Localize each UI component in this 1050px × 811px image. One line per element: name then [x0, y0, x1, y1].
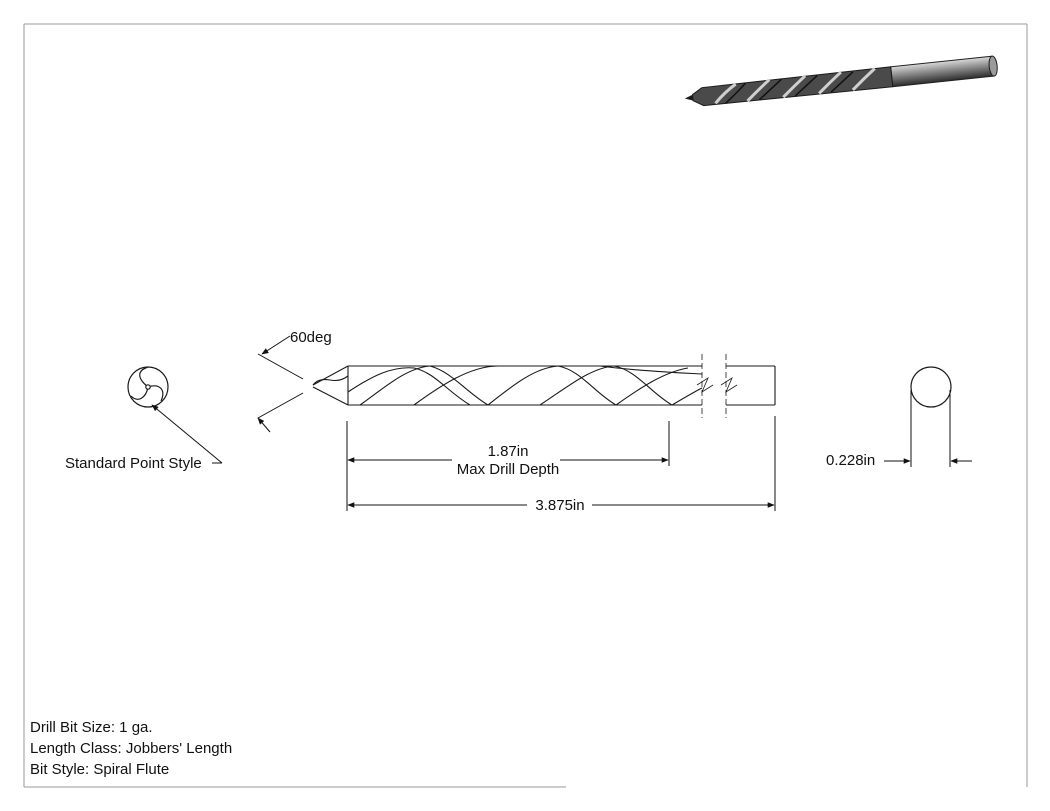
diameter-value: 0.228in: [826, 452, 876, 469]
overall-length-dimension: [347, 416, 776, 511]
overall-length-value: 3.875in: [535, 497, 585, 514]
diameter-dimension: [884, 390, 972, 467]
point-style-leader: [151, 404, 223, 464]
angle-label: 60deg: [290, 329, 332, 346]
sheet-frame: [23, 23, 1028, 788]
spec-bit-size: Drill Bit Size: 1 ga.: [30, 719, 153, 736]
spec-length-class: Length Class: Jobbers' Length: [30, 740, 233, 757]
flute-depth-dimension: [346, 421, 670, 511]
angle-dimension: [257, 335, 304, 433]
point-end-view: [127, 366, 169, 408]
flute-depth-value: 1.87in: [487, 443, 529, 460]
flute-depth-caption: Max Drill Depth: [456, 461, 560, 478]
point-style-label: Standard Point Style: [65, 455, 202, 472]
drill-side-view: [312, 354, 776, 418]
spec-bit-style: Bit Style: Spiral Flute: [30, 761, 170, 778]
isometric-drill-view: [684, 55, 998, 107]
shank-end-view: [910, 366, 952, 408]
